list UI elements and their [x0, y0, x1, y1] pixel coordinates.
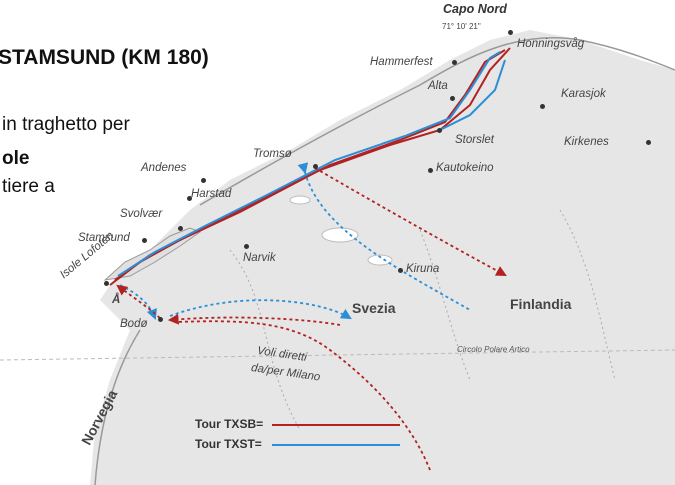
place-marker — [104, 281, 109, 286]
place-marker — [398, 268, 403, 273]
place-marker — [428, 168, 433, 173]
coast-north — [199, 37, 675, 206]
place-label-honningsvag: Honningsvåg — [517, 38, 585, 50]
place-marker — [508, 30, 513, 35]
arctic-circle-line — [0, 349, 675, 361]
route-txst-2 — [439, 59, 506, 131]
place-marker — [201, 178, 206, 183]
place-label-andenes: Andenes — [141, 162, 187, 174]
place-label-storslet: Storslet — [455, 134, 494, 146]
place-label-hammerfest: Hammerfest — [370, 56, 433, 68]
flight-milano — [174, 320, 431, 471]
place-marker — [313, 164, 318, 169]
flight-bodo-a — [116, 284, 161, 319]
place-marker — [142, 238, 147, 243]
route-txst-1 — [117, 51, 501, 277]
place-label-a: Å — [112, 294, 121, 306]
place-marker — [452, 60, 457, 65]
border-norway-sweden — [229, 249, 301, 431]
lake — [367, 254, 393, 266]
place-label-stamsund: Stamsund — [78, 232, 130, 244]
doc-text-line: tiere a — [2, 176, 55, 197]
place-marker — [244, 244, 249, 249]
page-title: STAMSUND (KM 180) — [0, 46, 209, 69]
place-label-karasjok: Karasjok — [561, 88, 606, 100]
country-label-svezia: Svezia — [352, 300, 396, 316]
border-finland-russia — [559, 209, 616, 381]
place-coords-capo-nord: 71° 10' 21" — [442, 22, 481, 31]
place-marker — [158, 317, 163, 322]
flight-bodo-sweden — [169, 299, 352, 320]
place-marker — [646, 140, 651, 145]
place-marker — [450, 96, 455, 101]
place-label-kautokeino: Kautokeino — [436, 162, 494, 174]
place-marker — [540, 104, 545, 109]
doc-text-line: ole — [2, 148, 30, 169]
place-label-harstad: Harstad — [191, 188, 232, 200]
place-marker — [187, 196, 192, 201]
place-marker — [437, 128, 442, 133]
country-label-finlandia: Finlandia — [510, 296, 572, 312]
lake — [321, 227, 359, 243]
place-label-capo-nord: Capo Nord — [443, 2, 507, 16]
place-label-bodo: Bodø — [120, 318, 148, 330]
coast-norway — [94, 329, 141, 485]
legend-item-txst: Tour TXST= — [195, 437, 262, 451]
place-label-svolvaer: Svolvær — [120, 208, 163, 220]
doc-text-line: in traghetto per — [2, 114, 130, 135]
place-label-narvik: Narvik — [243, 252, 276, 264]
flight-tromso-finland — [314, 167, 507, 277]
place-label-alta: Alta — [428, 80, 448, 92]
lake — [289, 195, 311, 205]
place-label-kiruna: Kiruna — [406, 263, 440, 275]
place-marker — [178, 226, 183, 231]
place-label-tromso: Tromsø — [253, 148, 292, 160]
legend-item-txsb: Tour TXSB= — [195, 417, 264, 431]
arctic-circle-label: Circolo Polare Artico — [457, 345, 530, 354]
place-label-kirkenes: Kirkenes — [564, 136, 609, 148]
